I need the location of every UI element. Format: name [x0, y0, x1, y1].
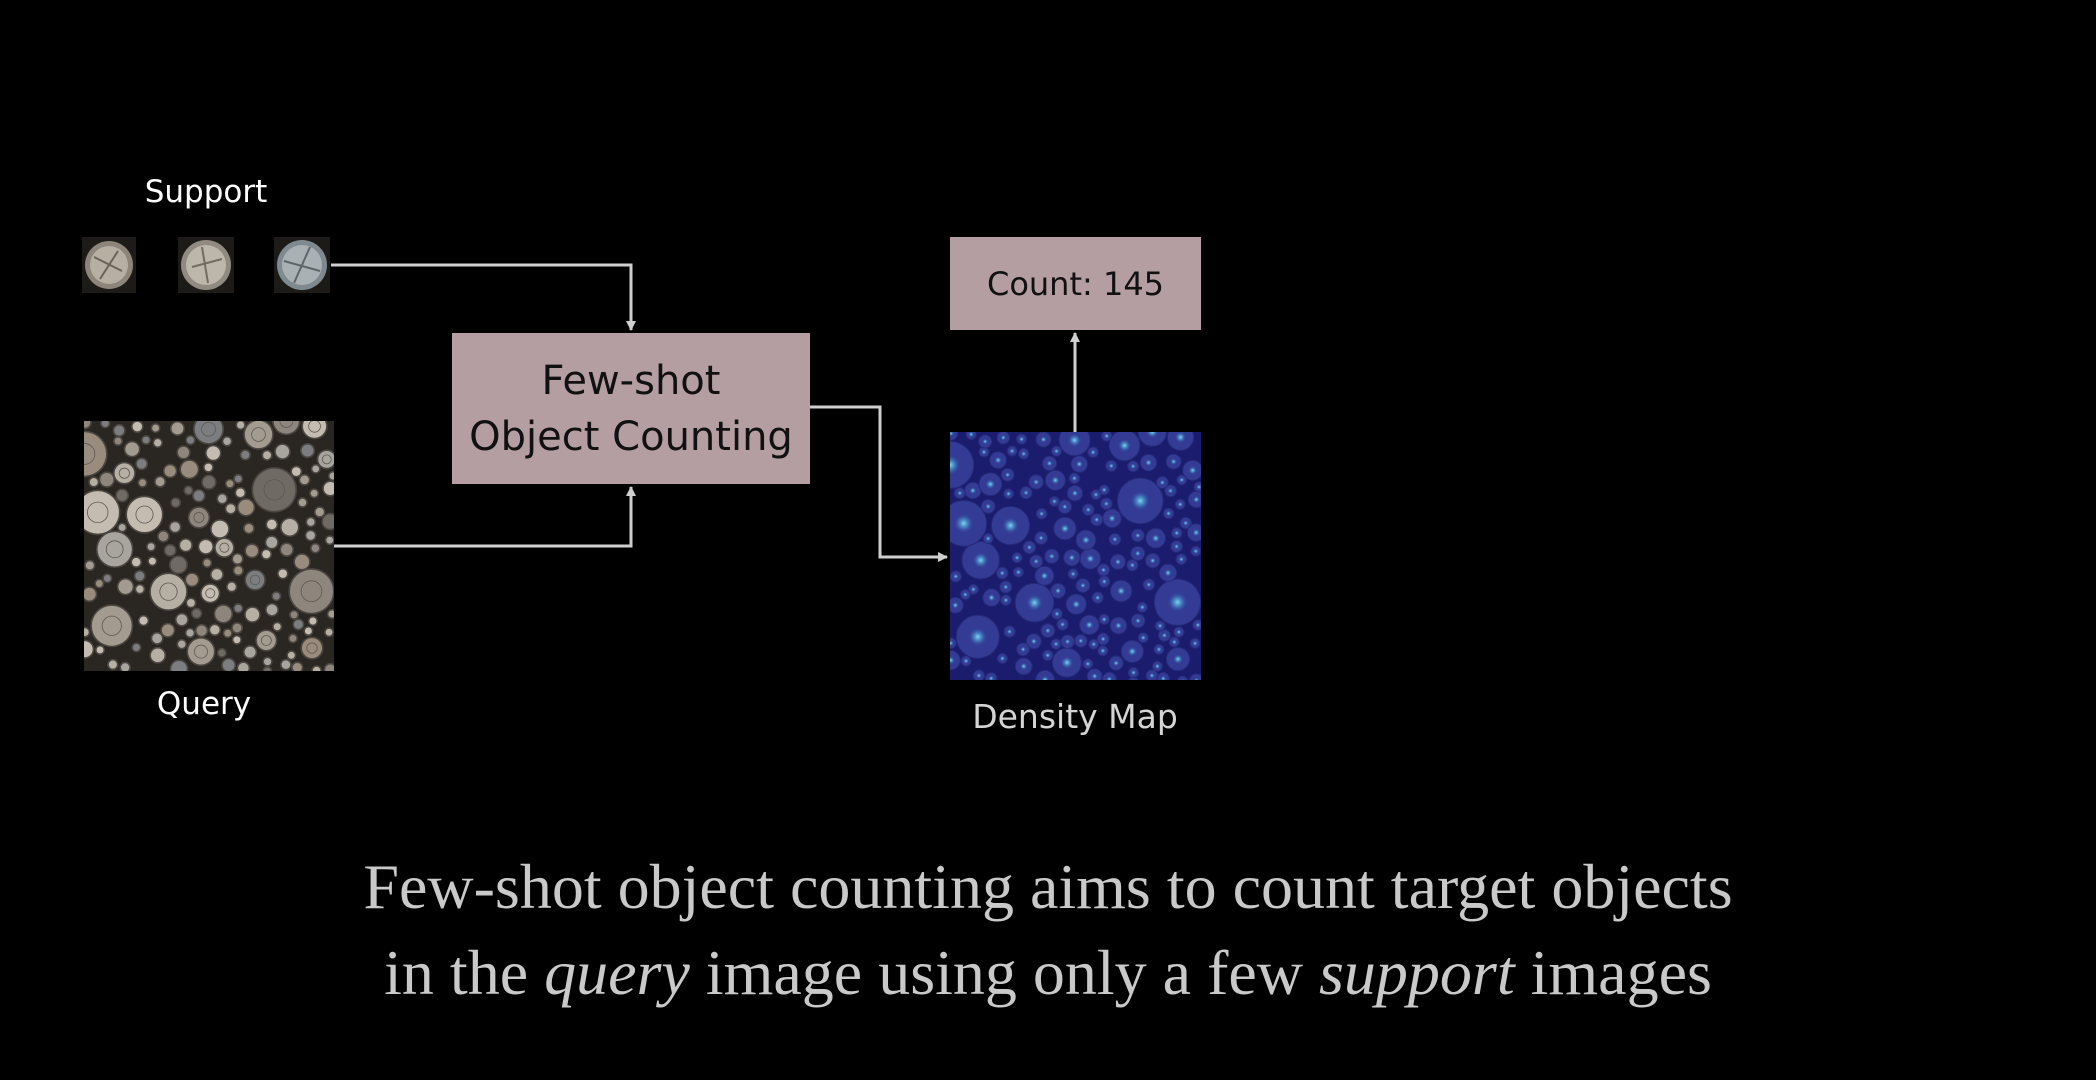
density-map-label: Density Map: [972, 697, 1178, 736]
model-to-density-arrow: [810, 405, 948, 562]
count-box: Count: 145: [950, 237, 1201, 330]
count-text: Count: 145: [986, 264, 1165, 303]
query-label: Query: [156, 686, 252, 722]
model-box-line-2: Object Counting: [469, 413, 793, 460]
query-to-model-arrow: [334, 486, 636, 548]
density-map-image: [950, 432, 1201, 680]
caption-line-2-part-1: in the: [384, 937, 545, 1008]
support-thumbnail-2: [178, 237, 234, 293]
caption-support-word: support: [1319, 937, 1515, 1008]
support-to-model-arrow: [331, 263, 636, 331]
query-image: [84, 421, 334, 671]
caption-line-2-part-2: image using only a few: [689, 937, 1319, 1008]
model-box-line-1: Few-shot: [541, 357, 721, 404]
few-shot-object-counting-box: Few-shot Object Counting: [452, 333, 810, 484]
caption-line-2: in the query image using only a few supp…: [0, 936, 2096, 1010]
caption-query-word: query: [544, 937, 690, 1008]
caption-line-2-part-3: images: [1514, 937, 1712, 1008]
caption-line-1: Few-shot object counting aims to count t…: [363, 851, 1733, 922]
support-label: Support: [144, 174, 268, 210]
support-thumbnail-3: [274, 237, 330, 293]
support-thumbnail-1: [82, 237, 136, 293]
